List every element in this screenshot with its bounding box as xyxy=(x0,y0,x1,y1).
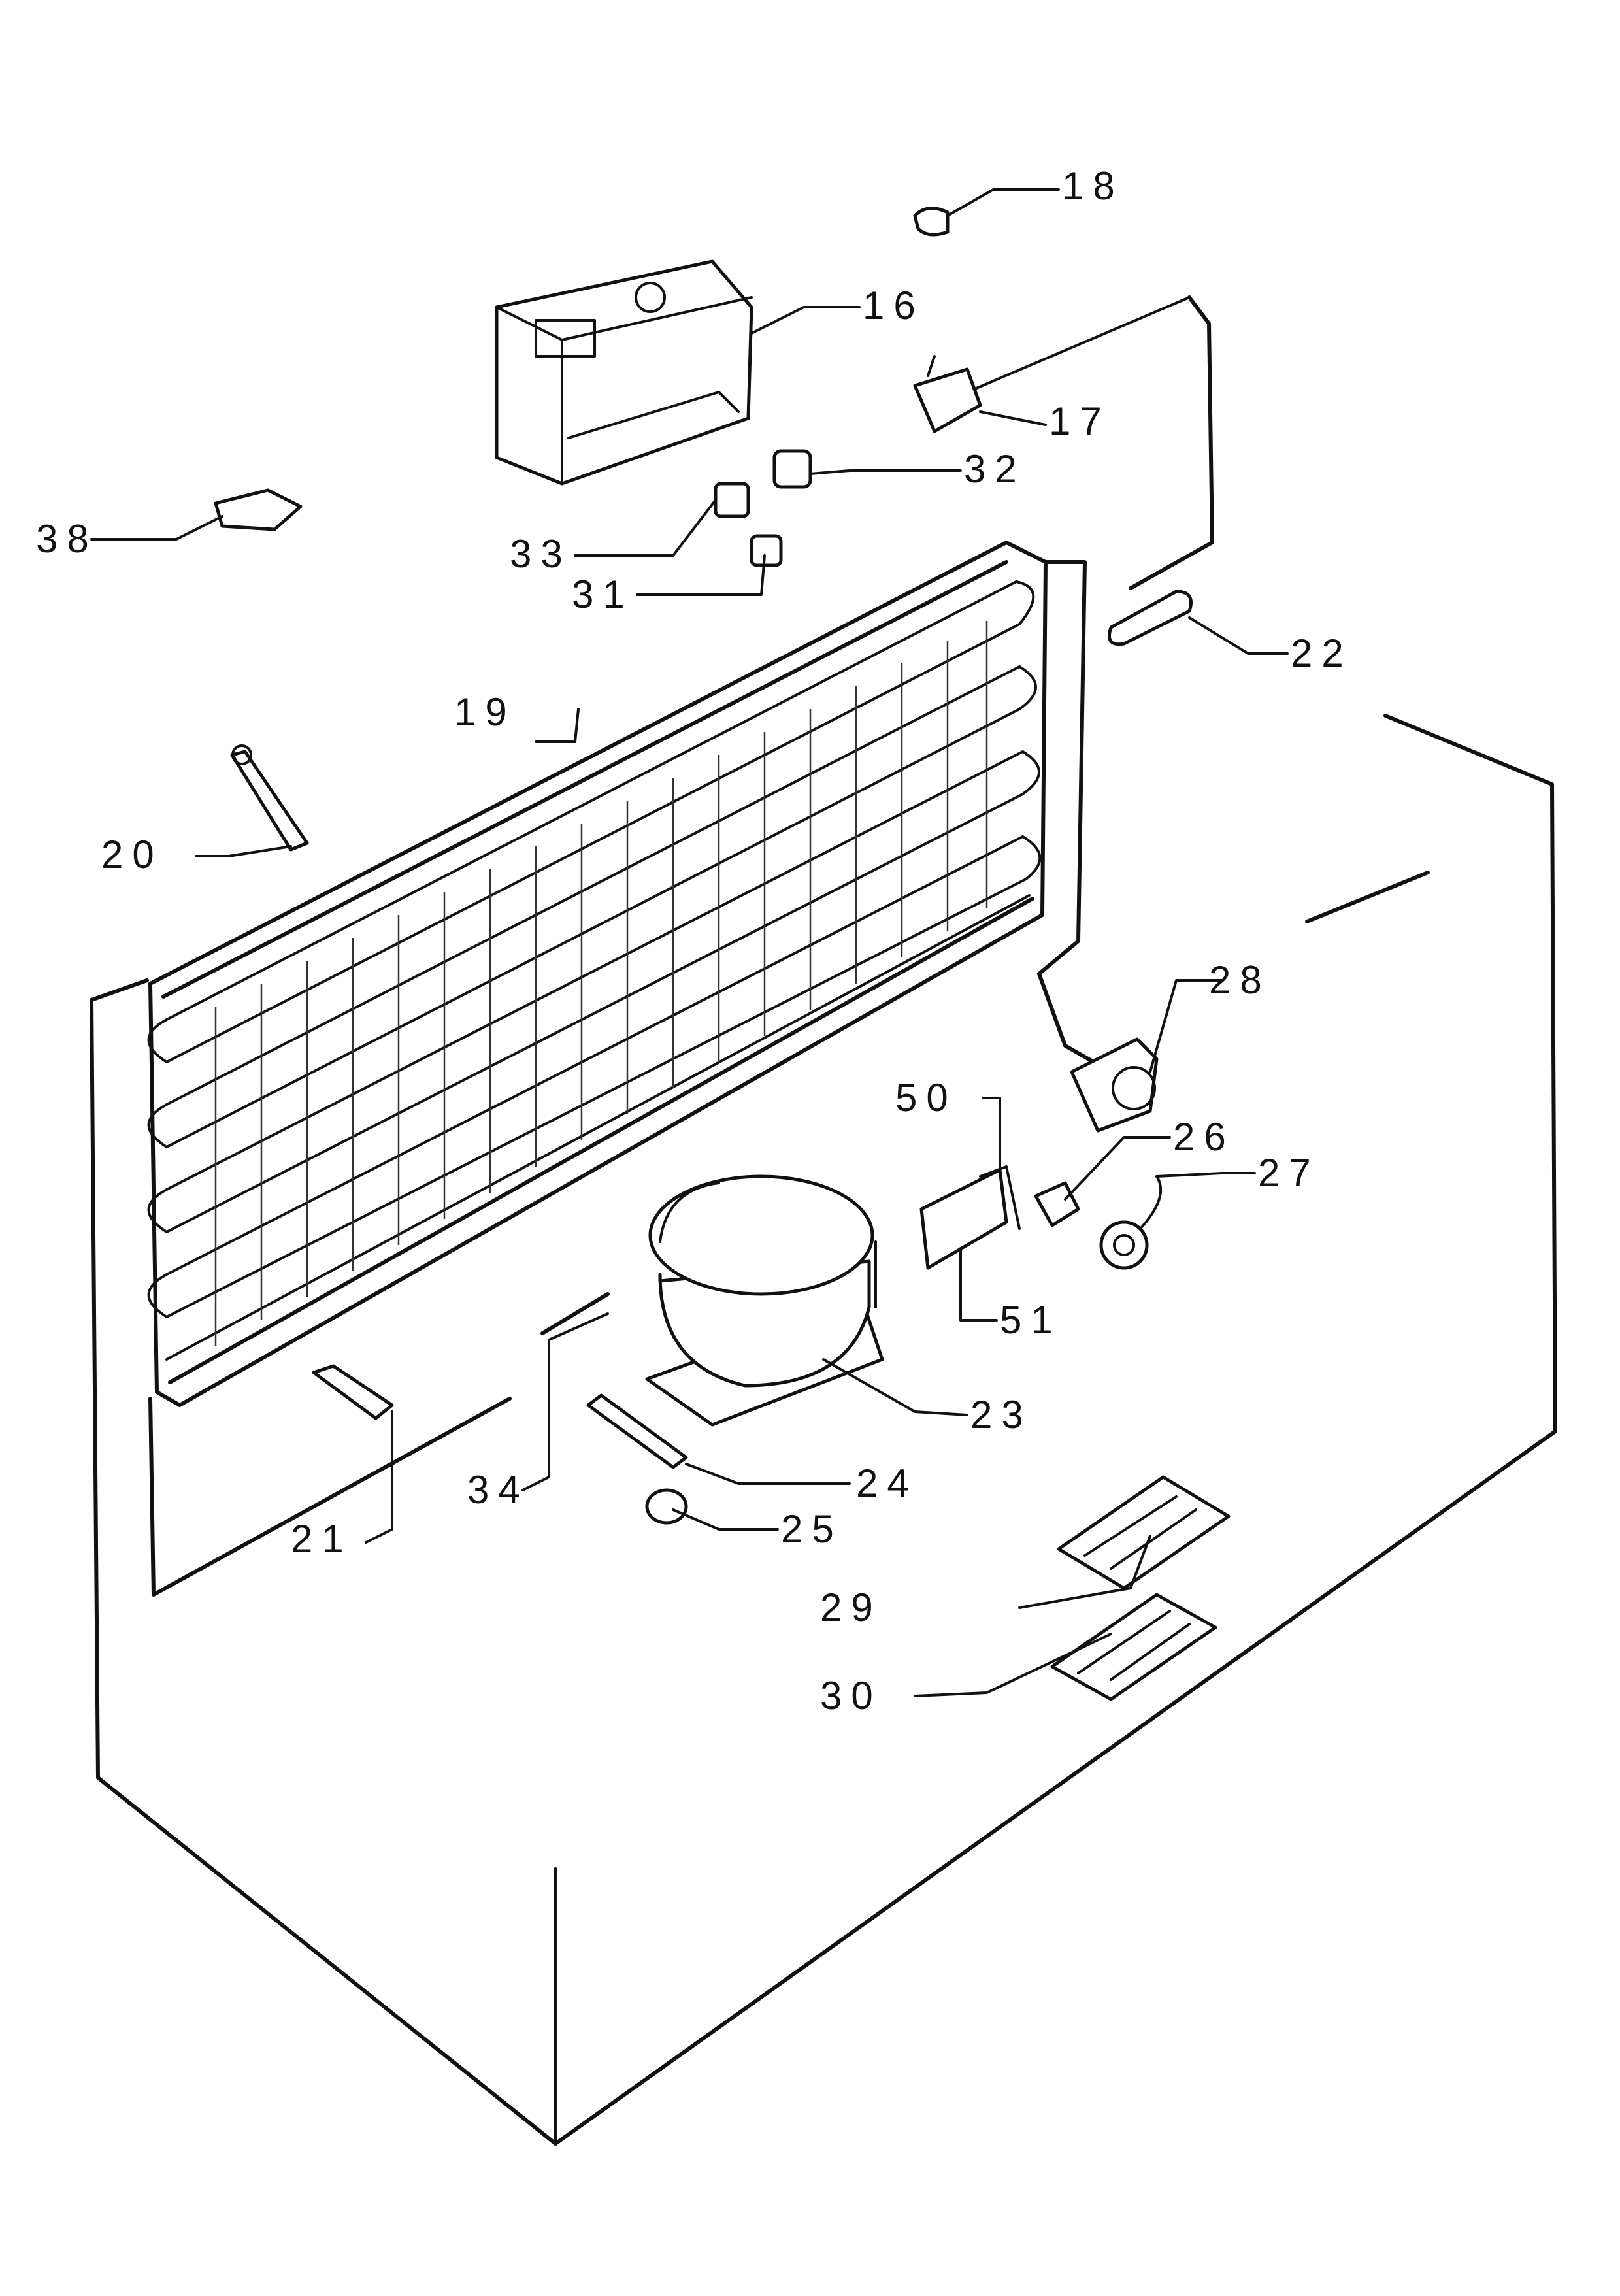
grommet-25 xyxy=(645,1488,688,1525)
label-23: 23 xyxy=(970,1393,1033,1437)
leader-lines xyxy=(90,188,1289,1697)
label-25: 25 xyxy=(781,1507,843,1551)
label-32: 32 xyxy=(964,447,1026,491)
label-17: 17 xyxy=(1049,399,1111,443)
clip-33 xyxy=(714,482,750,518)
bracket-50-51 xyxy=(919,1165,1021,1270)
clip-31 xyxy=(750,534,783,567)
label-38: 38 xyxy=(36,517,98,561)
cabinet-outline xyxy=(90,714,1557,2146)
terminal-cover-29 xyxy=(1057,1475,1231,1590)
bracket-38 xyxy=(214,488,303,531)
control-knob xyxy=(913,207,950,237)
label-16: 16 xyxy=(863,284,925,327)
label-18: 18 xyxy=(1062,164,1124,208)
condenser-bracket-20 xyxy=(230,744,309,852)
control-housing xyxy=(495,259,753,486)
label-50: 50 xyxy=(895,1076,957,1120)
suction-tube xyxy=(1129,295,1214,590)
condenser-tube xyxy=(148,1397,512,1597)
label-20: 20 xyxy=(101,833,163,876)
capillary-line xyxy=(966,296,1191,393)
clamp-26 xyxy=(1034,1181,1080,1227)
clip-32 xyxy=(772,449,812,489)
label-29: 29 xyxy=(820,1586,882,1629)
label-51: 51 xyxy=(1000,1298,1062,1342)
wire-34 xyxy=(540,1292,610,1335)
label-22: 22 xyxy=(1291,631,1353,675)
grommet-27 xyxy=(1099,1175,1163,1270)
condenser-coil xyxy=(147,541,1048,1407)
terminal-cover-30 xyxy=(1050,1593,1217,1701)
discharge-tube xyxy=(1037,560,1113,1074)
compressor xyxy=(645,1174,884,1427)
thermostat xyxy=(913,355,982,433)
filter-drier xyxy=(1108,590,1193,646)
label-33: 33 xyxy=(510,532,572,576)
label-19: 19 xyxy=(454,690,516,734)
label-28: 28 xyxy=(1209,958,1271,1002)
condenser-bracket-21 xyxy=(312,1364,394,1420)
label-26: 26 xyxy=(1173,1115,1235,1159)
relay-28 xyxy=(1070,1037,1159,1133)
label-34: 34 xyxy=(467,1468,529,1512)
label-21: 21 xyxy=(291,1517,353,1561)
label-24: 24 xyxy=(856,1461,918,1505)
label-27: 27 xyxy=(1258,1151,1320,1195)
label-31: 31 xyxy=(572,573,634,616)
label-30: 30 xyxy=(820,1674,882,1718)
mounting-strip-24 xyxy=(586,1393,688,1469)
